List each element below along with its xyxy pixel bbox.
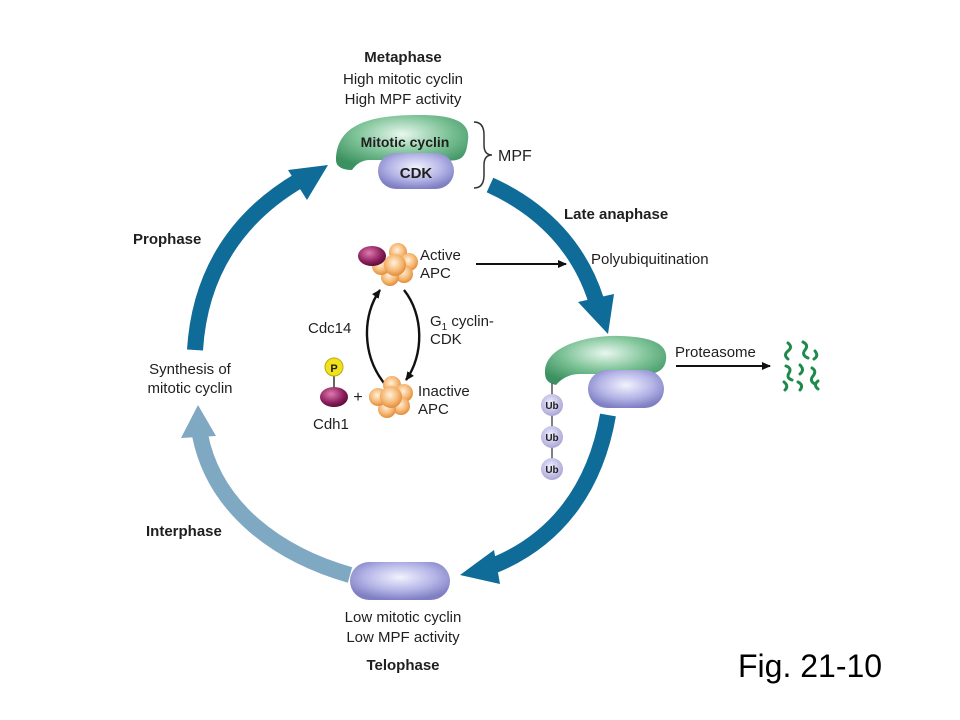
cycle-arrowhead-telophase (460, 550, 500, 584)
cycle-arrow-prophase (187, 173, 305, 351)
cycle-arrow-telophase (491, 413, 616, 573)
interphase-label: Interphase (146, 523, 222, 540)
telophase-title: Telophase (366, 657, 439, 674)
figure-reference: Fig. 21-10 (738, 648, 883, 684)
ubiquitin-3-shape (541, 458, 563, 480)
ubiquitin-2-shape (541, 426, 563, 448)
mpf-brace (473, 121, 493, 189)
mpf-complex: Mitotic cyclin CDK (336, 115, 469, 189)
metaphase-mpf-activity: High MPF activity (345, 91, 462, 108)
late-anaphase-label: Late anaphase (564, 206, 668, 223)
active-apc-label-line2: APC (420, 265, 451, 282)
synthesis-label-line1: Synthesis of (149, 361, 232, 378)
cycle-arrowhead-metaphase (288, 165, 328, 200)
telophase-cdk-shape (350, 562, 450, 600)
cdh1-shape (320, 387, 348, 407)
ubiquitin-1-label: Ub (545, 401, 558, 412)
degraded-cyclin-fragments (782, 340, 820, 392)
inactive-apc-label-line1: Inactive (418, 383, 470, 400)
telophase-cyclin-level: Low mitotic cyclin (345, 609, 462, 626)
cdc14-activation-arrow (365, 289, 385, 384)
cycle-arrow-anaphase (486, 177, 604, 303)
cdh1-bound-shape (358, 246, 386, 266)
g1-cyclin-label: G1 cyclin- (430, 313, 494, 333)
synthesis-label-line2: mitotic cyclin (147, 380, 232, 397)
inactive-apc-shape (369, 376, 413, 418)
polyubiquitination-label: Polyubiquitination (591, 251, 709, 268)
cdh1-label: Cdh1 (313, 416, 349, 433)
cdk-label: CDK (400, 165, 433, 182)
cycle-arrow-interphase (192, 433, 353, 583)
cycle-arrowhead-anaphase (578, 294, 614, 334)
active-apc-label-line1: Active (420, 247, 461, 264)
prophase-label: Prophase (133, 231, 201, 248)
telophase-mpf-activity: Low MPF activity (346, 629, 460, 646)
mitotic-cyclin-label: Mitotic cyclin (361, 134, 450, 150)
cycle-arrowhead-synthesis (181, 405, 216, 438)
phosphate-shape (324, 357, 344, 377)
metaphase-cyclin-level: High mitotic cyclin (343, 71, 463, 88)
ubiquitinated-mpf-complex: Ub Ub Ub (541, 335, 667, 480)
g1-cyclin-cdk-inactivation-arrow (403, 289, 421, 381)
inactive-apc-label-line2: APC (418, 401, 449, 418)
g1-cyclin-cdk-label: CDK (430, 331, 462, 348)
metaphase-title: Metaphase (364, 49, 442, 66)
ubiquitin-2-label: Ub (545, 433, 558, 444)
ubiquitin-1-shape (541, 394, 563, 416)
phosphorylated-cdh1: P (320, 357, 348, 407)
plus-sign: + (353, 389, 362, 406)
cdc14-label: Cdc14 (308, 320, 351, 337)
active-apc-complex (358, 243, 418, 286)
ubiquitinated-cdk-shape (588, 370, 664, 408)
mpf-label: MPF (498, 148, 532, 165)
phosphate-label: P (330, 363, 337, 375)
proteasome-label: Proteasome (675, 344, 756, 361)
ubiquitin-3-label: Ub (545, 465, 558, 476)
cdk-shape (378, 153, 454, 189)
